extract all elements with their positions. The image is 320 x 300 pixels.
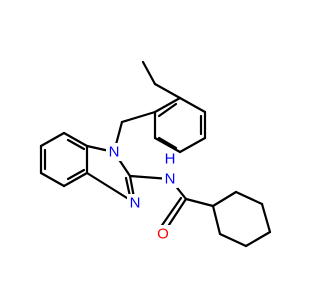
bond-13 (178, 96, 207, 114)
bond-34 (157, 136, 178, 150)
bond-12 (153, 96, 182, 114)
nh-label-bg (162, 170, 178, 188)
bond-29 (211, 204, 222, 236)
n1-label-bg (106, 143, 122, 161)
atom-label-layer: N N N H O (106, 143, 178, 243)
atom-nh: N (165, 171, 176, 188)
bond-18 (153, 82, 182, 100)
bond-0 (62, 131, 89, 148)
bond-layer (39, 60, 272, 248)
molecule-structure: N N N H O (39, 60, 272, 248)
bond-25 (234, 190, 264, 206)
atom-n2: N (130, 195, 141, 212)
bond-24 (211, 190, 238, 208)
o-label-bg (155, 225, 171, 243)
bond-11 (120, 110, 157, 124)
atom-nh-hydrogen: H (165, 151, 176, 168)
bond-19 (141, 60, 157, 86)
bond-2 (62, 171, 89, 188)
atom-o: O (157, 226, 169, 243)
bond-3 (39, 171, 66, 188)
bond-31 (66, 168, 86, 181)
bond-35 (157, 102, 178, 118)
bond-28 (218, 232, 248, 248)
bond-23 (184, 197, 215, 208)
n2-label-bg (127, 194, 143, 212)
bond-15 (178, 136, 207, 154)
bond-26 (260, 202, 272, 234)
bond-16 (153, 136, 182, 154)
bond-5 (39, 131, 66, 148)
atom-n1: N (109, 144, 120, 161)
bond-30 (66, 138, 86, 151)
nh-h-label-bg (162, 152, 178, 170)
bond-27 (244, 230, 272, 248)
